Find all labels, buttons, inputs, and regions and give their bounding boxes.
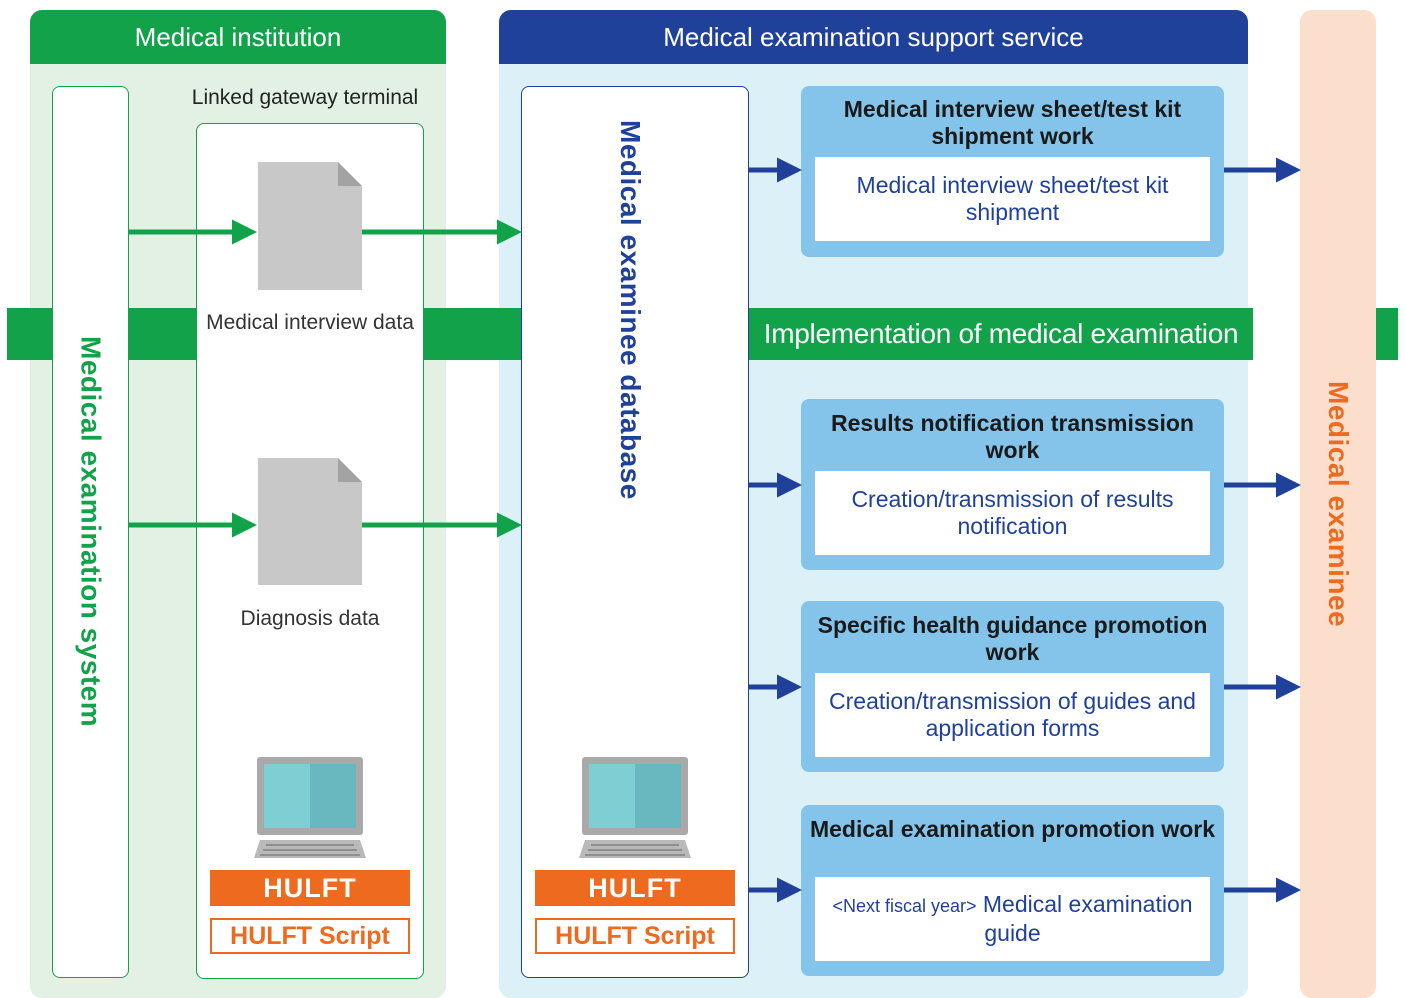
gateway-terminal-title: Linked gateway terminal xyxy=(191,86,419,109)
examination-system-box xyxy=(52,86,129,978)
implementation-band-right xyxy=(749,308,1253,360)
support-service-header: Medical examination support service xyxy=(499,10,1248,64)
examination-system-text: Medical examination system xyxy=(75,336,107,728)
work-detail-results: Creation/transmission of results notific… xyxy=(815,471,1210,555)
diagnosis-data-label: Diagnosis data xyxy=(240,607,380,630)
computer-icon-database xyxy=(579,757,691,858)
work-detail-shipment: Medical interview sheet/test kit shipmen… xyxy=(815,157,1210,241)
document-icon-interview xyxy=(258,162,362,290)
implementation-band-middle xyxy=(422,308,522,360)
work-detail-guidance: Creation/transmission of guides and appl… xyxy=(815,673,1210,757)
document-icon-diagnosis xyxy=(258,458,362,585)
work-detail-promotion: <Next fiscal year> Medical examination g… xyxy=(815,877,1210,961)
medical-examinee-label: Medical examinee xyxy=(1300,10,1376,998)
hulft-logo-gateway: HULFT xyxy=(210,870,410,906)
implementation-band-label: Implementation of medical examination xyxy=(763,318,1239,349)
work-detail-results-text: Creation/transmission of results notific… xyxy=(851,486,1174,539)
hulft-script-logo-database: HULFT Script xyxy=(535,918,735,954)
hulft-script-logo-gateway: HULFT Script xyxy=(210,918,410,954)
work-title-results: Results notification transmission work xyxy=(831,410,1194,463)
hulft-logo-database: HULFT xyxy=(535,870,735,906)
examinee-database-label: Medical examinee database xyxy=(590,120,670,740)
work-detail-guidance-text: Creation/transmission of guides and appl… xyxy=(829,688,1196,741)
medical-examinee-text: Medical examinee xyxy=(1323,380,1354,628)
computer-icon-gateway xyxy=(254,757,366,858)
work-title-shipment: Medical interview sheet/test kit shipmen… xyxy=(843,96,1182,149)
examinee-database-text: Medical examinee database xyxy=(615,120,646,500)
interview-data-label: Medical interview data xyxy=(206,311,414,334)
work-title-promotion: Medical examination promotion work xyxy=(809,816,1216,842)
medical-institution-header: Medical institution xyxy=(30,10,446,64)
medical-examinee-panel xyxy=(1300,10,1376,998)
work-detail-shipment-text: Medical interview sheet/test kit shipmen… xyxy=(856,172,1169,225)
work-title-guidance: Specific health guidance promotion work xyxy=(817,612,1208,665)
work-detail-promotion-prefix: <Next fiscal year> xyxy=(832,896,977,916)
implementation-band-end xyxy=(1376,308,1398,360)
examination-system-label: Medical examination system xyxy=(52,86,129,978)
work-detail-promotion-text: Medical examination guide xyxy=(982,891,1193,946)
